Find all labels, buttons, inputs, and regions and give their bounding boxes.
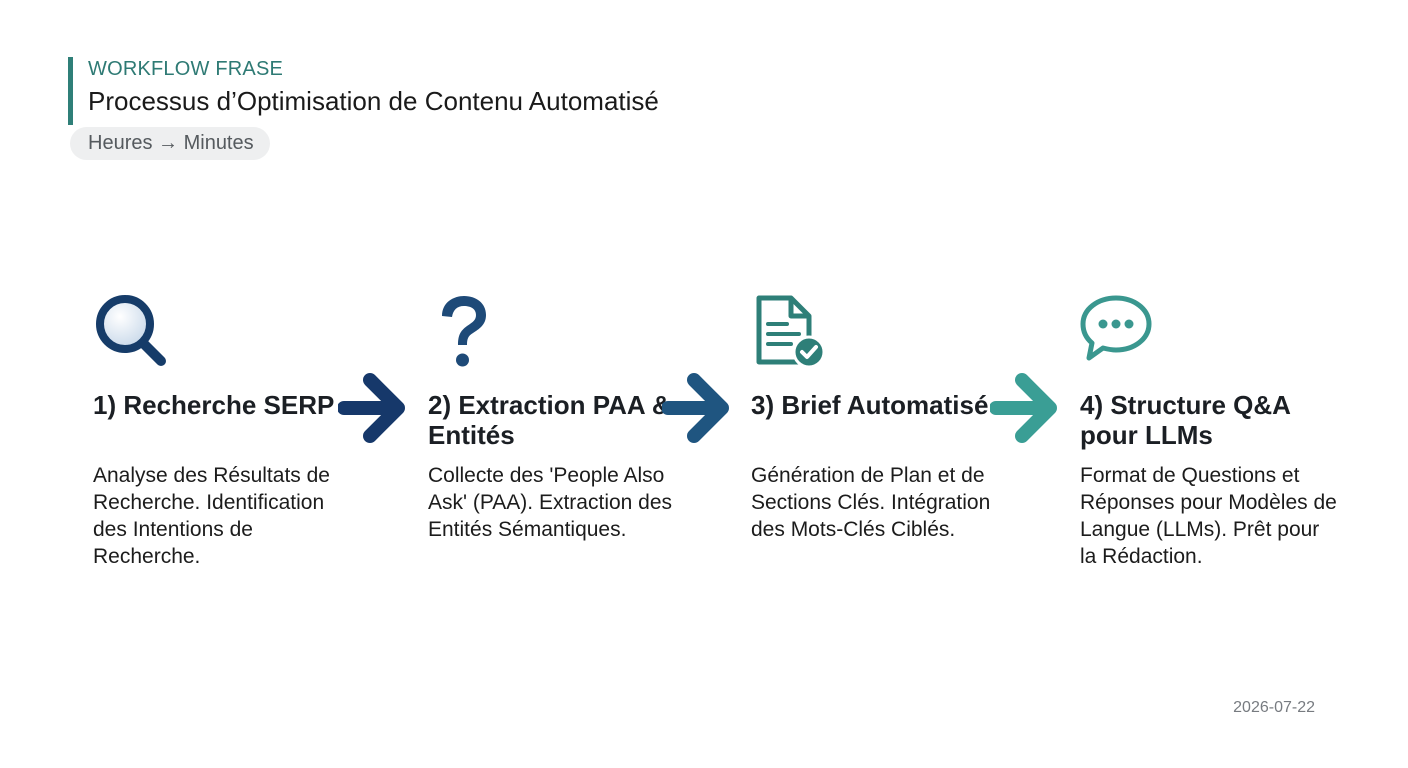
magnifier-icon bbox=[93, 292, 353, 372]
chat-bubble-icon bbox=[1080, 292, 1340, 372]
step-2: 2) Extraction PAA & Entités Collecte des… bbox=[428, 292, 688, 543]
step-description: Format de Questions et Réponses pour Mod… bbox=[1080, 464, 1337, 568]
page-title: Processus d’Optimisation de Contenu Auto… bbox=[88, 86, 659, 116]
step-title: 1) Recherche SERP bbox=[93, 390, 335, 420]
step-description: Analyse des Résultats de Recherche. Iden… bbox=[93, 464, 330, 568]
step-description: Génération de Plan et de Sections Clés. … bbox=[751, 464, 991, 541]
arrow-right-icon bbox=[990, 373, 1057, 443]
step-title: 4) Structure Q&A pour LLMs bbox=[1080, 390, 1290, 450]
step-title: 2) Extraction PAA & Entités bbox=[428, 390, 671, 450]
question-mark-icon bbox=[428, 292, 688, 372]
step-4: 4) Structure Q&A pour LLMs Format de Que… bbox=[1080, 292, 1340, 570]
step-title: 3) Brief Automatisé bbox=[751, 390, 989, 420]
date-label: 2026-07-22 bbox=[1233, 699, 1315, 716]
arrow-right-icon bbox=[338, 373, 405, 443]
step-1: 1) Recherche SERP Analyse des Résultats … bbox=[93, 292, 353, 570]
title-block: WORKFLOW FRASE Processus d’Optimisation … bbox=[68, 57, 659, 125]
kicker: WORKFLOW FRASE bbox=[88, 58, 284, 80]
time-badge: Heures → Minutes bbox=[70, 127, 270, 160]
arrow-right-icon bbox=[662, 373, 729, 443]
step-description: Collecte des 'People Also Ask' (PAA). Ex… bbox=[428, 464, 673, 541]
document-check-icon bbox=[751, 292, 1011, 372]
step-3: 3) Brief Automatisé Génération de Plan e… bbox=[751, 292, 1011, 543]
